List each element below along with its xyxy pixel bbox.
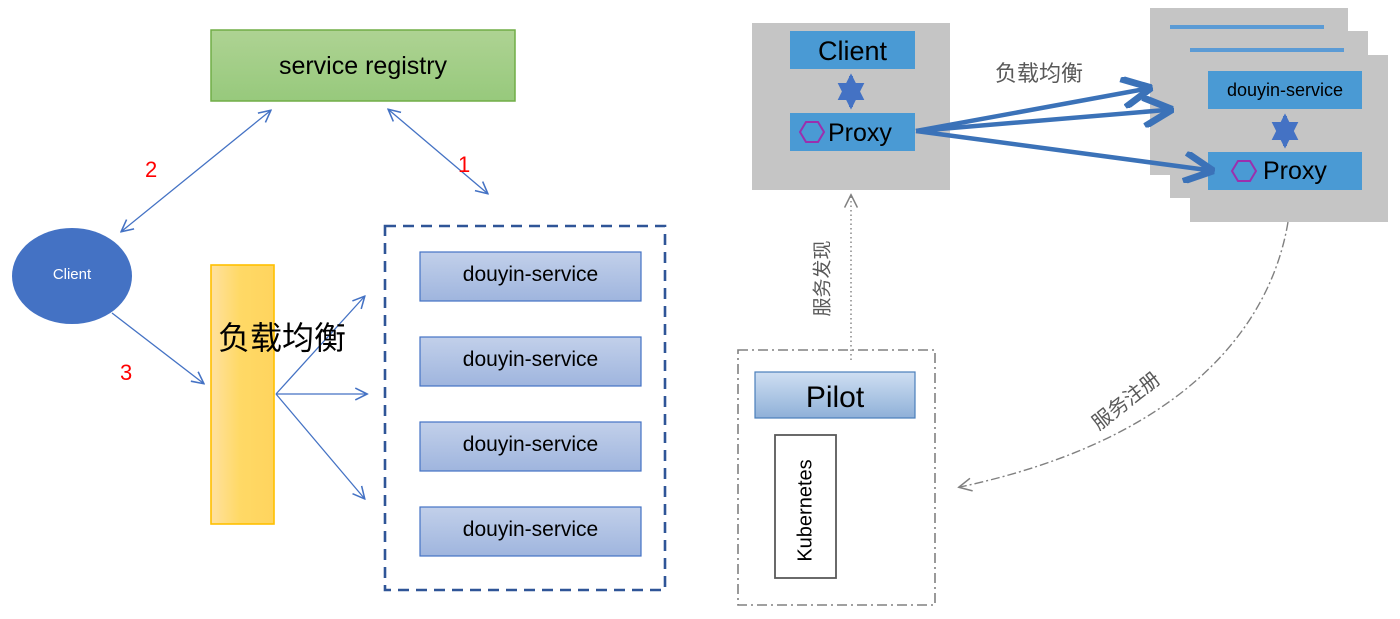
kubernetes-box	[774, 434, 837, 579]
pilot-label: Pilot	[805, 381, 865, 414]
load-balancing-annotation: 负载均衡	[995, 62, 1084, 87]
arrow-lb-service-3	[275, 393, 364, 498]
service-pod-proxy-label: Proxy	[1263, 157, 1327, 185]
douyin-service-label: douyin-service	[462, 348, 599, 371]
service-pod-middle-accent	[1190, 48, 1344, 52]
kubernetes-label: Kubernetes	[794, 459, 817, 562]
client-circle-label: Client	[52, 266, 92, 283]
client-app-box	[790, 31, 915, 69]
service-pod-back-accent	[1170, 25, 1324, 29]
service-pod-app-label: douyin-service	[1226, 80, 1344, 100]
arrow-registry-services	[389, 110, 487, 193]
douyin-service-box	[419, 506, 642, 557]
service-registry-box	[210, 29, 516, 102]
proxy-hexagon-icon	[798, 121, 826, 143]
step-number-3: 3	[120, 360, 133, 385]
pilot-box	[754, 371, 916, 419]
control-plane-container	[737, 349, 936, 606]
service-registry-label: service registry	[278, 52, 448, 80]
douyin-service-label: douyin-service	[462, 433, 599, 456]
loadbalancer-box	[210, 264, 275, 525]
service-discovery-annotation: 服务发现	[811, 240, 834, 317]
service-app-box	[1208, 71, 1362, 109]
arrow-registry-client	[122, 111, 270, 231]
step-number-1: 1	[458, 152, 471, 177]
client-proxy-box	[790, 113, 915, 151]
arrow-lb-pod-3	[915, 128, 1207, 170]
douyin-service-box	[419, 336, 642, 387]
step-number-2: 2	[145, 157, 158, 182]
client-pod-app-label: Client	[817, 36, 888, 66]
arrow-lb-pod-1	[915, 89, 1145, 134]
arrow-lb-pod-2	[915, 110, 1166, 134]
loadbalancer-label: 负载均衡	[218, 319, 347, 357]
service-proxy-box	[1208, 152, 1362, 190]
douyin-service-box	[419, 251, 642, 302]
arrow-lb-service-1	[275, 297, 364, 395]
douyin-service-box	[419, 421, 642, 472]
proxy-hexagon-icon	[1230, 160, 1258, 182]
client-circle	[12, 228, 132, 324]
douyin-service-label: douyin-service	[462, 518, 599, 541]
arrow-service-registration	[960, 221, 1289, 487]
arrow-client-loadbalancer	[111, 312, 203, 383]
client-pod-proxy-label: Proxy	[828, 119, 892, 147]
service-group-container	[383, 224, 667, 592]
douyin-service-label: douyin-service	[462, 263, 599, 286]
